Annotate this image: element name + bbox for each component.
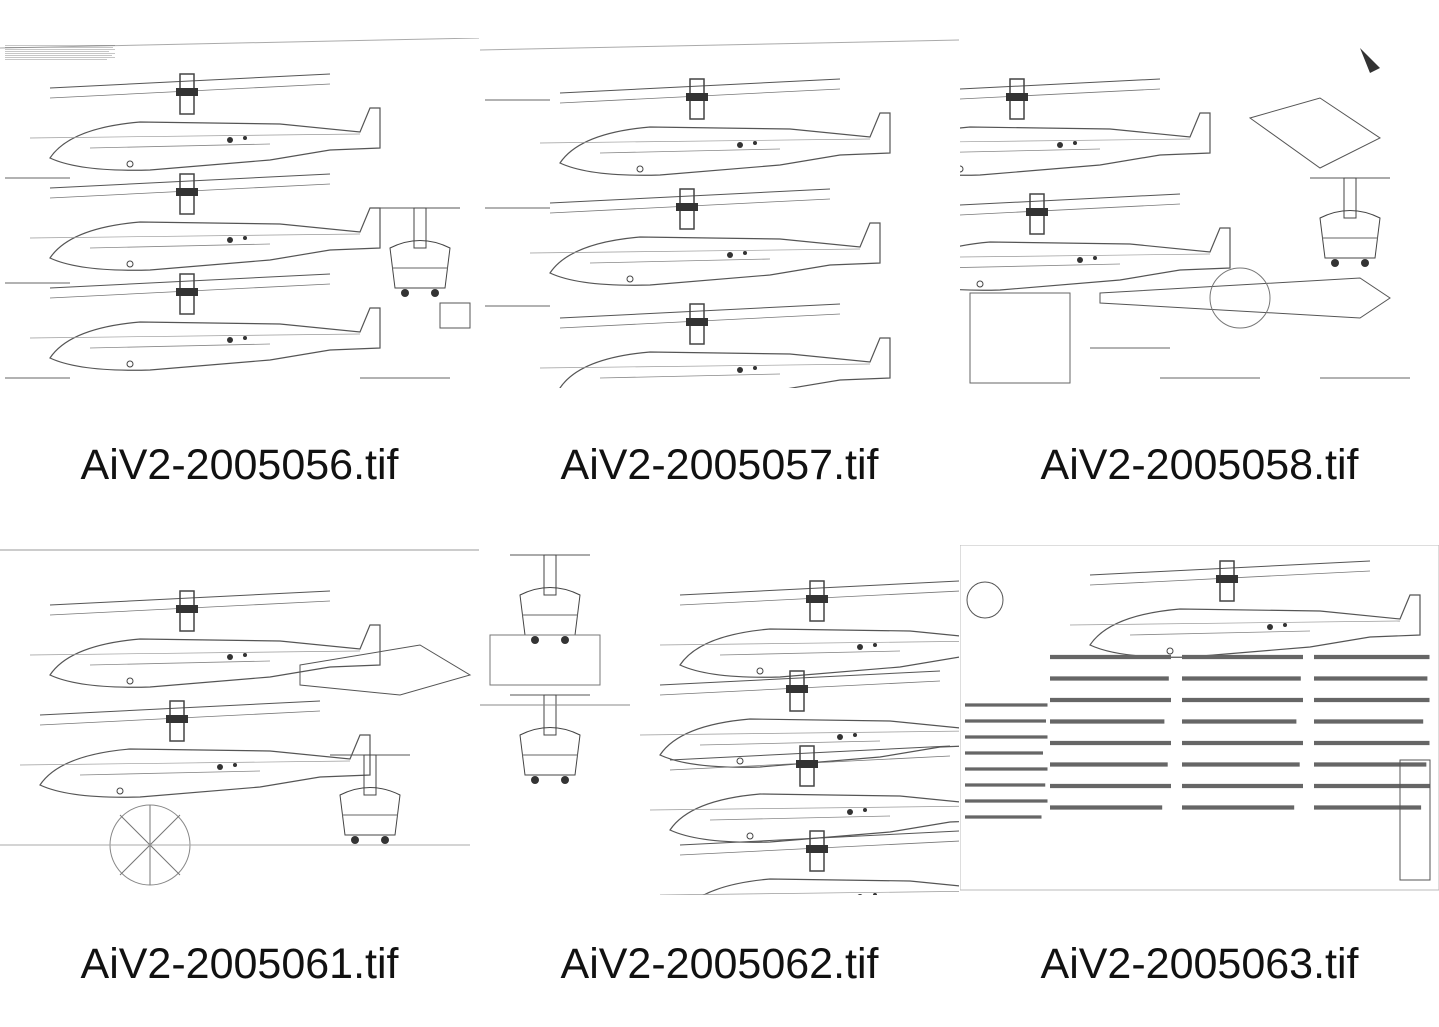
- text-page-thumbnail[interactable]: [960, 545, 1439, 895]
- file-name: AiV2-2005061.tif: [80, 940, 399, 988]
- helicopter-drawing-thumbnail[interactable]: [480, 38, 959, 388]
- file-name: AiV2-2005057.tif: [560, 441, 879, 489]
- file-name: AiV2-2005058.tif: [1040, 441, 1359, 489]
- helicopter-drawing-thumbnail[interactable]: [960, 38, 1439, 388]
- file-name: AiV2-2005063.tif: [1040, 940, 1359, 988]
- helicopter-drawing-thumbnail[interactable]: [0, 38, 479, 388]
- file-name: AiV2-2005056.tif: [80, 441, 399, 489]
- helicopter-drawing-thumbnail[interactable]: [480, 545, 959, 895]
- helicopter-drawing-thumbnail[interactable]: [0, 545, 479, 895]
- file-name: AiV2-2005062.tif: [560, 940, 879, 988]
